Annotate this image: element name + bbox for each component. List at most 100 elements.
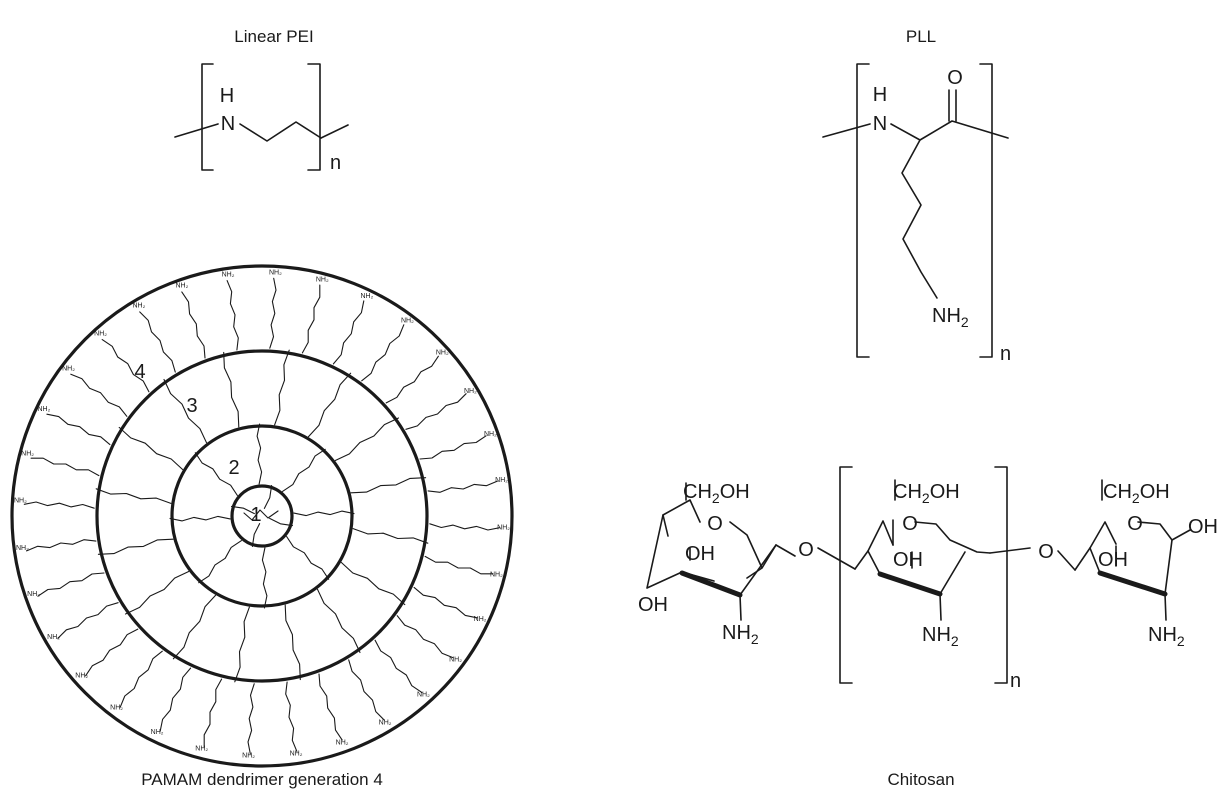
pll-caption: PLL (906, 27, 936, 46)
dendrimer-branch-segment (30, 457, 100, 477)
dendrimer-branch-segment (263, 484, 273, 509)
pll-left-bracket (856, 63, 870, 358)
dendrimer-end-group-label: NH₂ (474, 616, 487, 623)
chitosan-unit-right: O CH2OH OH OH NH2 (1074, 479, 1218, 649)
pll-carbonyl (948, 89, 957, 122)
dendrimer-branch-segment (269, 517, 294, 527)
dendrimer-branch-segment (247, 683, 255, 755)
ch2oh-middle: CH2OH (893, 481, 960, 506)
generation-ring-2 (170, 424, 354, 608)
chitosan-repeat-n: n (1010, 670, 1021, 692)
dendrimer-branch-segment (374, 639, 423, 693)
dendrimer-branch-segment (169, 515, 231, 522)
dendrimer-branch-segment (181, 291, 206, 359)
dendrimer-end-group-label: NH₂ (379, 719, 392, 726)
dendrimer-end-group-label: NH₂ (316, 277, 329, 284)
dendrimer-end-group-label: NH₂ (37, 406, 50, 413)
pei-tail (320, 124, 349, 139)
dendrimer-branch-segment (261, 547, 268, 609)
dendrimer-end-group-label: NH₂ (151, 729, 164, 736)
dendrimer-branch-segment (139, 311, 176, 373)
dendrimer-end-group-label: NH₂ (16, 545, 29, 552)
dendrimer-branch-segment (223, 351, 240, 428)
pei-n-atom: N (221, 113, 235, 135)
dendrimer-end-group-label: NH₂ (62, 366, 75, 373)
dendrimer-branch-segment (396, 615, 454, 659)
dendrimer-branch-segment (124, 570, 190, 615)
dendrimer-branch-segment (281, 448, 326, 492)
dendrimer-branch-segment (361, 324, 405, 382)
dendrimer-end-group-label: NH₂ (27, 591, 40, 598)
dendrimer-branch-segment (385, 355, 439, 404)
pll-nh2-atom: NH2 (932, 305, 969, 330)
dendrimer-branch-segment (348, 659, 385, 721)
oh-middle-3: OH (893, 549, 923, 571)
nh2-middle: NH2 (922, 624, 959, 649)
generation-label-3: 3 (186, 395, 197, 417)
oh-right-anomeric: OH (1188, 516, 1218, 538)
dendrimer-branch-segment (251, 523, 261, 548)
dendrimer-end-group-label: NH₂ (21, 451, 34, 458)
dendrimer-branch-segment (101, 339, 150, 393)
ring-o-left: O (707, 513, 723, 535)
chitosan-unit-middle: O CH2OH OH NH2 n (839, 466, 1021, 692)
dendrimer-branch-segment (293, 510, 355, 517)
dendrimer-branch-segment (70, 373, 128, 417)
ch2oh-left: CH2OH (683, 481, 750, 506)
dendrimer-branches (23, 277, 501, 755)
dendrimer-branch-segment (119, 650, 163, 708)
dendrimer-branch-segment (203, 678, 223, 748)
dendrimer-end-group-label: NH₂ (47, 634, 60, 641)
pll-o-atom: O (947, 67, 963, 89)
pll-h-atom: H (873, 84, 887, 106)
pei-left-bracket (201, 63, 214, 171)
pei-h-atom: H (220, 85, 234, 107)
dendrimer-branch-segment (118, 426, 184, 471)
generation-label-2: 2 (228, 457, 239, 479)
dendrimer-branch-segment (256, 423, 263, 485)
dendrimer-branch-segment (194, 452, 238, 497)
ring-o-middle: O (902, 513, 918, 535)
dendrimer-core (243, 509, 279, 521)
generation-ring-3 (95, 349, 429, 683)
dendrimer-branch-segment (26, 539, 97, 552)
chitosan-caption: Chitosan (887, 770, 954, 789)
dendrimer-branch-segment (230, 505, 255, 515)
dendrimer-end-group-label: NH₂ (269, 269, 282, 276)
oh-left-4: OH (638, 594, 668, 616)
dendrimer-branch-segment (198, 540, 243, 584)
dendrimer-end-group-label: NH₂ (436, 350, 449, 357)
linear-pei-caption: Linear PEI (234, 27, 313, 46)
pei-right-bracket (307, 63, 321, 171)
dendrimer-end-group-label: NH₂ (495, 477, 508, 484)
dendrimer-branch-segment (37, 572, 105, 597)
chitosan-unit-left: O CH2OH OH OH NH2 (638, 481, 796, 647)
glycosidic-o-right: O (1038, 541, 1054, 563)
dendrimer-branch-segment (284, 604, 301, 681)
dendrimer-branch-segment (57, 602, 119, 639)
dendrimer-end-groups: NH₂ NH₂ NH₂ NH₂ NH₂ NH₂ NH₂ NH₂ NH₂ NH₂ NH₂ NH₂ NH₂ N… (14, 269, 510, 759)
dendrimer-end-group-label: NH₂ (360, 293, 373, 300)
dendrimer-end-group-label: NH₂ (175, 283, 188, 290)
linear-pei-structure: Linear PEI H N n (174, 27, 349, 174)
pamam-caption: PAMAM dendrimer generation 4 (141, 770, 383, 789)
ch2oh-right: CH2OH (1103, 481, 1170, 506)
dendrimer-end-group-label: NH₂ (449, 656, 462, 663)
dendrimer-branch-segment (413, 586, 478, 619)
dendrimer-end-group-label: NH₂ (75, 672, 88, 679)
dendrimer-branch-segment (301, 284, 321, 354)
oh-right-3: OH (1098, 549, 1128, 571)
oh-left-3: OH (685, 543, 715, 565)
dendrimer-end-group-label: NH₂ (94, 331, 107, 338)
pll-backbone (822, 120, 1009, 141)
dendrimer-branch-segment (427, 480, 498, 493)
pll-right-bracket (979, 63, 993, 358)
glycosidic-o-left: O (798, 539, 814, 561)
dendrimer-branch-segment (429, 523, 501, 531)
dendrimer-branch-segment (340, 561, 406, 606)
dendrimer-end-group-label: NH₂ (110, 705, 123, 712)
dendrimer-branch-segment (85, 628, 139, 677)
dendrimer-end-group-label: NH₂ (401, 318, 414, 325)
